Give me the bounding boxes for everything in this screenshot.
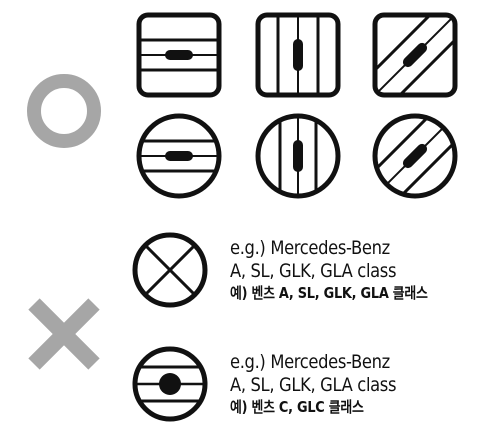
caption-2-line-2: A, SL, GLK, GLA class [230,374,397,396]
ok-circle-icon [27,74,101,148]
caption-example-2: e.g.) Mercedes-Benz A, SL, GLK, GLA clas… [230,351,423,417]
ng-cross-icon [28,298,100,370]
caption-1-line-2: A, SL, GLK, GLA class [230,260,397,282]
circle-vertical-lines-icon [255,113,341,199]
square-horizontal-lines-icon [136,12,222,98]
circle-horizontal-lines-icon [136,113,222,199]
circle-cross-icon [132,232,208,308]
circle-diagonal-lines-icon [372,113,458,199]
caption-2-line-3: 예) 벤츠 C, GLC 클래스 [230,398,364,416]
caption-example-1: e.g.) Mercedes-Benz A, SL, GLK, GLA clas… [230,237,460,303]
circle-lines-dot-icon [132,346,208,422]
square-diagonal-lines-icon [372,12,458,98]
square-vertical-lines-icon [255,12,341,98]
caption-2-line-1: e.g.) Mercedes-Benz [230,351,390,373]
caption-1-line-3: 예) 벤츠 A, SL, GLK, GLA 클래스 [230,284,428,302]
caption-1-line-1: e.g.) Mercedes-Benz [230,237,390,259]
